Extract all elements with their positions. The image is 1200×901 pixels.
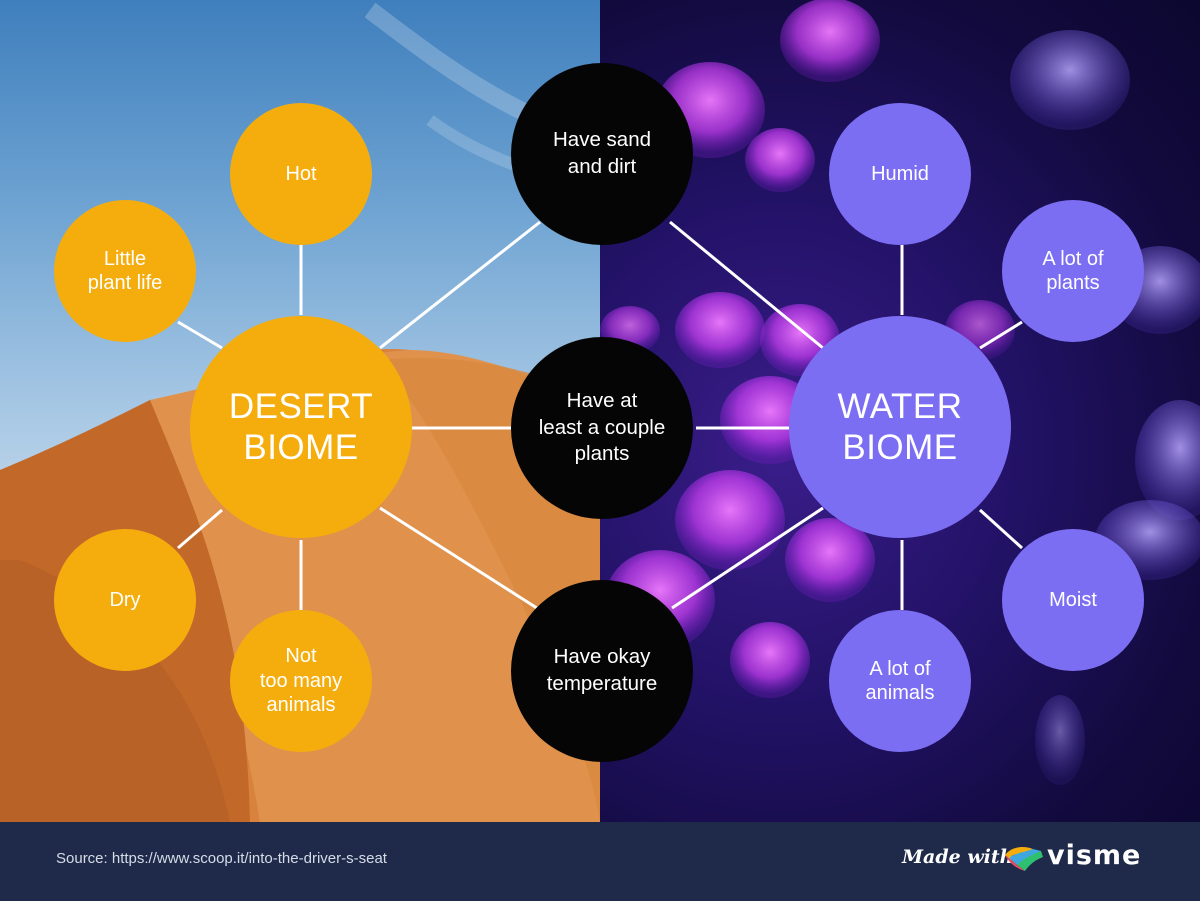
made-with-text: Made with: [902, 846, 1014, 868]
desert-trait-little-plant-life: Little plant life: [54, 200, 196, 342]
desert-trait-hot: Hot: [230, 103, 372, 245]
water-trait-plants: A lot of plants: [1002, 200, 1144, 342]
shared-trait-plants: Have at least a couple plants: [511, 337, 693, 519]
desert-biome-title: DESERT BIOME: [228, 386, 374, 467]
water-biome-title: WATER BIOME: [837, 386, 963, 467]
connector-desert-sand: [379, 220, 541, 350]
connector-water-sand: [669, 220, 824, 350]
desert-trait-few-animals: Not too many animals: [230, 610, 372, 752]
water-trait-humid: Humid: [829, 103, 971, 245]
water-trait-animals: A lot of animals: [829, 610, 971, 752]
connector-desert-temperature: [379, 506, 541, 612]
connector-water-plants: [979, 320, 1023, 350]
visme-brand-text: visme: [1047, 840, 1142, 871]
water-biome-node: WATER BIOME: [789, 316, 1011, 538]
desert-biome-node: DESERT BIOME: [190, 316, 412, 538]
source-text: Source: https://www.scoop.it/into-the-dr…: [56, 850, 387, 867]
footer-bar: [0, 822, 1200, 901]
connector-water-temperature: [671, 506, 824, 610]
connector-water-moist: [978, 508, 1024, 550]
water-trait-moist: Moist: [1002, 529, 1144, 671]
shared-trait-sand-dirt: Have sand and dirt: [511, 63, 693, 245]
connector-lines: [177, 220, 1024, 612]
shared-trait-temperature: Have okay temperature: [511, 580, 693, 762]
desert-trait-dry: Dry: [54, 529, 196, 671]
connector-desert-dry: [177, 508, 223, 550]
connector-desert-little-plant-life: [177, 320, 223, 350]
visme-logo-icon: [1005, 847, 1043, 871]
